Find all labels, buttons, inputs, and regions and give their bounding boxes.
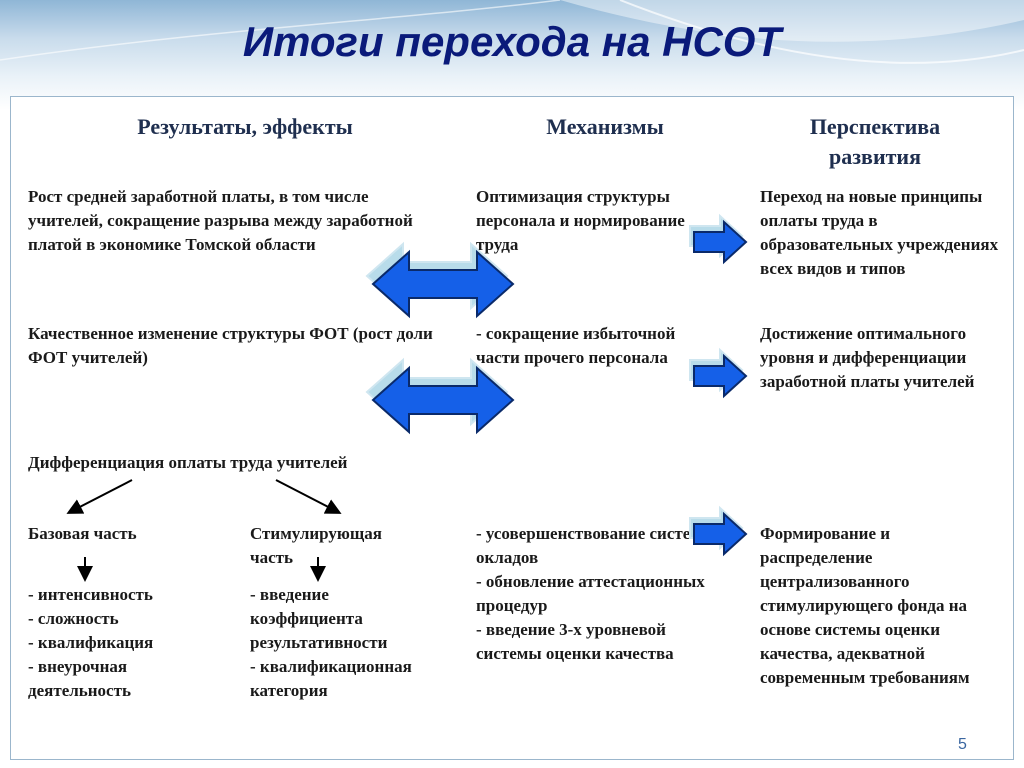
perspective-text-central-fund: Формирование и распределение централизов…	[760, 524, 970, 687]
branch-arrow-stimulating	[275, 479, 342, 514]
header-background	[0, 0, 1024, 110]
mechanism-text-staff-reduction: - сокращение избыточной части прочего пе…	[476, 324, 676, 367]
right-arrow-3	[689, 505, 748, 557]
column-header-mechanisms: Механизмы	[546, 114, 664, 139]
mechanism-text-improvements: - усовершенствование системы окладов - о…	[476, 524, 716, 663]
base-part-title: Базовая часть	[28, 524, 137, 543]
mechanism-text-optimization: Оптимизация структуры персонала и нормир…	[476, 187, 685, 254]
result-text-fot-structure: Качественное изменение структуры ФОТ (ро…	[28, 324, 433, 367]
branch-arrow-base	[66, 479, 133, 514]
right-arrow-1	[689, 213, 748, 265]
stimulating-part-title: Стимулирующая часть	[250, 524, 382, 567]
column-header-results: Результаты, эффекты	[137, 114, 353, 139]
content-frame	[10, 96, 1014, 760]
base-part-items: - интенсивность - сложность - квалификац…	[28, 585, 154, 700]
perspective-text-optimal-level: Достижение оптимального уровня и диффере…	[760, 324, 975, 391]
column-header-perspective: Перспектива развития	[809, 114, 941, 169]
slide-page-number: 5	[958, 736, 967, 753]
right-arrow-2	[689, 347, 748, 399]
perspective-text-new-principles: Переход на новые принципы оплаты труда в…	[760, 187, 999, 278]
double-arrow-1	[365, 241, 515, 319]
stimulating-part-items: - введение коэффициента результативности…	[250, 585, 412, 700]
result-text-salary-growth: Рост средней заработной платы, в том чис…	[28, 187, 413, 254]
result-text-differentiation: Дифференциация оплаты труда учителей	[28, 453, 348, 472]
page-title: Итоги перехода на НСОТ	[242, 18, 782, 65]
header-swoosh-decoration	[0, 0, 1024, 64]
double-arrow-2	[365, 357, 515, 435]
